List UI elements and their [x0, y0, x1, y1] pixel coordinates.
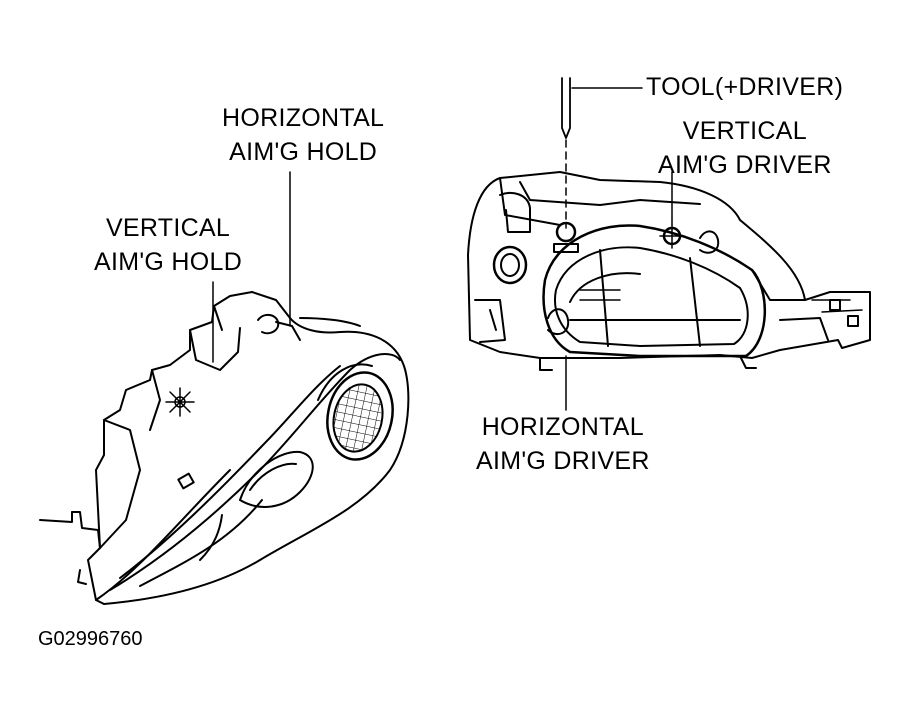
label-line: HORIZONTAL — [481, 413, 644, 441]
label-line: VERTICAL — [682, 117, 807, 145]
left-headlamp-drawing — [39, 171, 410, 605]
tool-label: TOOL(+DRIVER) — [646, 70, 843, 104]
label-line: AIM'G HOLD — [94, 248, 243, 276]
label-line: AIM'G DRIVER — [658, 151, 832, 179]
label-line: VERTICAL — [105, 214, 231, 242]
label-line: AIM'G DRIVER — [476, 447, 650, 475]
figure-id: G02996760 — [38, 628, 143, 650]
label-line: TOOL(+DRIVER) — [646, 73, 844, 101]
horizontal-aiming-driver-label: HORIZONTAL AIM'G DRIVER — [476, 410, 650, 478]
right-headlamp-drawing — [467, 77, 871, 411]
label-line: AIM'G HOLD — [229, 138, 378, 166]
vertical-aiming-driver-label: VERTICAL AIM'G DRIVER — [658, 114, 832, 182]
horizontal-aiming-hold-label: HORIZONTAL AIM'G HOLD — [222, 101, 384, 169]
vertical-aiming-hold-label: VERTICAL AIM'G HOLD — [94, 211, 242, 279]
label-line: HORIZONTAL — [222, 104, 385, 132]
